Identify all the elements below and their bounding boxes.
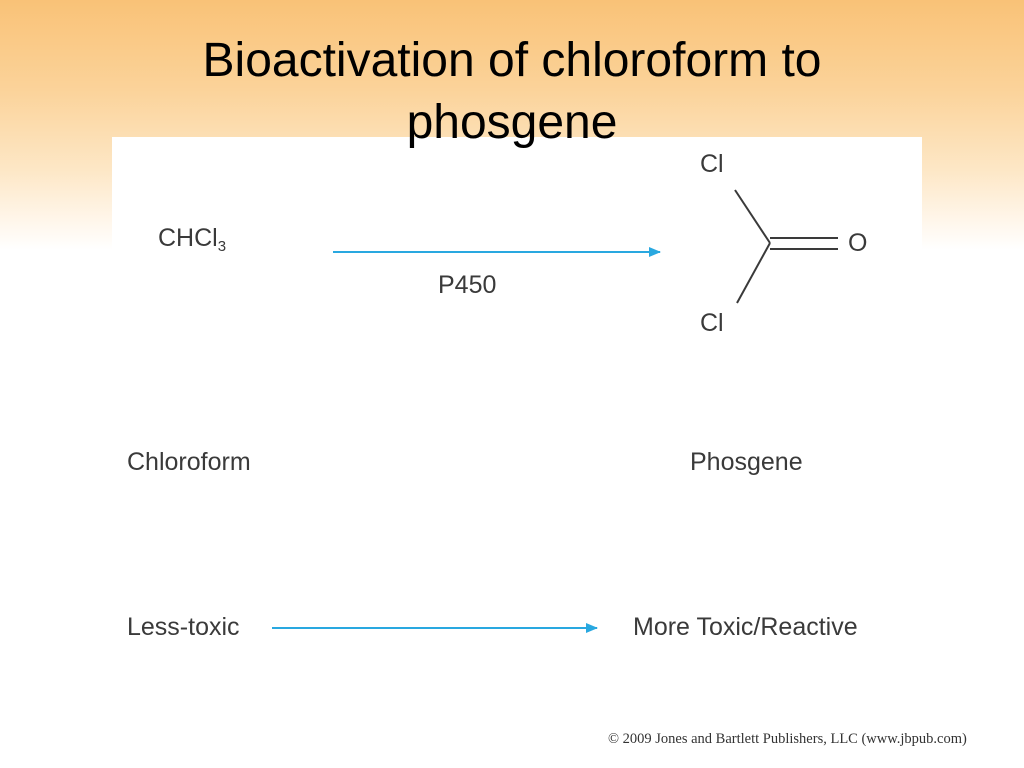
figure-panel [112,137,922,657]
slide-title-line-1: Bioactivation of chloroform to [202,34,822,87]
atom-cl-bottom: Cl [700,309,724,337]
enzyme-label: P450 [438,271,497,299]
bond-cl-bottom [736,242,771,304]
atom-o: O [848,229,868,257]
bond-cl-top [734,189,771,244]
more-toxic-label: More Toxic/Reactive [633,613,858,641]
copyright-notice: © 2009 Jones and Bartlett Publishers, LL… [608,731,967,747]
atom-cl-top: Cl [700,150,724,178]
slide-title: Bioactivation of chloroform to phosgene [0,30,1024,154]
reactant-name: Chloroform [127,448,251,476]
reactant-formula: CHCl3 [158,224,227,255]
slide-title-line-2: phosgene [406,96,618,149]
product-name: Phosgene [690,448,803,476]
less-toxic-label: Less-toxic [127,613,240,641]
